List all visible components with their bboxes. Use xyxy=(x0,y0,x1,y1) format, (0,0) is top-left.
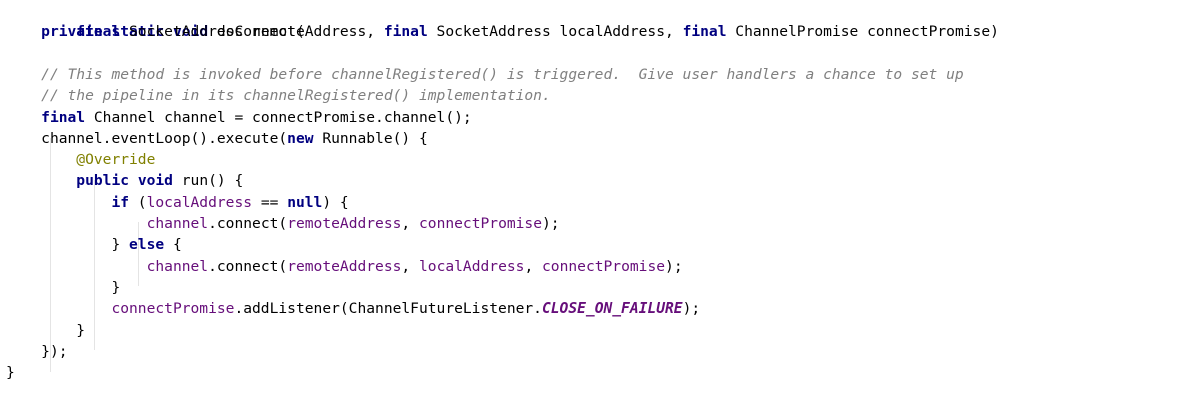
variable: channel xyxy=(146,257,209,275)
code-text: } xyxy=(111,236,130,254)
keyword: void xyxy=(137,172,173,190)
keyword: new xyxy=(287,129,314,147)
code-text: .connect( xyxy=(208,215,288,232)
keyword: public xyxy=(76,172,130,190)
variable: connectPromise xyxy=(111,300,235,318)
indent-guide xyxy=(138,222,139,286)
constant: CLOSE_ON_FAILURE xyxy=(541,300,683,318)
indent-guide xyxy=(138,264,139,286)
variable: connectPromise xyxy=(542,257,666,275)
code-text: ); xyxy=(682,300,701,318)
code-text: SocketAddress localAddress, xyxy=(427,23,683,41)
code-line-annotation: @Override xyxy=(6,149,155,170)
code-text: , xyxy=(401,215,419,232)
code-line-channel-decl: final Channel channel = connectPromise.c… xyxy=(6,107,472,128)
code-text: } xyxy=(6,364,15,382)
code-text: } xyxy=(111,278,121,296)
code-text: run() { xyxy=(172,172,244,190)
code-line-execute: channel.eventLoop().execute(new Runnable… xyxy=(6,128,428,149)
keyword: void xyxy=(172,23,209,41)
variable: remoteAddress xyxy=(287,215,402,232)
code-text: .addListener(ChannelFutureListener. xyxy=(234,300,542,318)
code-line-params: final SocketAddress remoteAddress, final… xyxy=(6,21,999,42)
annotation: @Override xyxy=(76,151,156,169)
keyword: final xyxy=(682,23,727,41)
code-line-close-brace: } xyxy=(6,320,85,341)
code-text: ChannelPromise connectPromise) xyxy=(726,23,999,41)
variable: channel xyxy=(146,215,209,232)
variable: localAddress xyxy=(146,193,253,211)
code-line-comment: // the pipeline in its channelRegistered… xyxy=(6,85,551,106)
code-line-close-brace: } xyxy=(6,277,120,298)
code-line-comment: // This method is invoked before channel… xyxy=(6,64,964,85)
code-line-run-signature: public void run() { xyxy=(6,170,243,191)
keyword: if xyxy=(111,193,130,211)
code-line-close-execute: }); xyxy=(6,341,68,362)
keyword: null xyxy=(287,193,323,211)
code-line-add-listener: connectPromise.addListener(ChannelFuture… xyxy=(6,298,700,319)
variable: connectPromise xyxy=(419,215,543,232)
code-line-connect: channel.connect(remoteAddress, localAddr… xyxy=(6,256,683,277)
keyword: final xyxy=(76,23,121,41)
keyword: final xyxy=(383,23,428,41)
method-name: doConnect( xyxy=(208,23,305,41)
variable: localAddress xyxy=(419,257,525,275)
code-text: , xyxy=(401,257,419,275)
code-text: Channel channel = connectPromise.channel… xyxy=(85,108,472,126)
code-text: }); xyxy=(41,342,68,360)
code-line-if: if (localAddress == null) { xyxy=(6,192,349,213)
code-line-connect: channel.connect(remoteAddress, connectPr… xyxy=(6,213,560,234)
comment: // the pipeline in its channelRegistered… xyxy=(41,87,551,105)
code-text: ); xyxy=(542,215,560,232)
keyword: final xyxy=(41,108,86,126)
indent-guide xyxy=(94,180,95,350)
code-text: ( xyxy=(129,193,147,211)
code-line-close-brace: } xyxy=(6,362,15,383)
keyword: private xyxy=(41,23,103,41)
code-text: } xyxy=(76,321,86,339)
comment: // This method is invoked before channel… xyxy=(41,65,964,83)
code-text: == xyxy=(252,193,288,211)
code-text: SocketAddress remoteAddress, xyxy=(120,23,384,41)
code-text: ); xyxy=(665,257,683,275)
variable: remoteAddress xyxy=(287,257,402,275)
indent-guide xyxy=(50,138,51,372)
code-text: channel.eventLoop().execute( xyxy=(41,129,288,147)
code-line-else: } else { xyxy=(6,234,182,255)
code-text: , xyxy=(524,257,543,275)
keyword: static xyxy=(111,23,165,41)
code-text: Runnable() { xyxy=(313,129,428,147)
code-text: ) { xyxy=(322,193,349,211)
code-line-signature: private static void doConnect( xyxy=(6,0,305,40)
code-text: { xyxy=(164,236,182,254)
code-text: .connect( xyxy=(208,257,288,275)
keyword: else xyxy=(129,236,165,254)
